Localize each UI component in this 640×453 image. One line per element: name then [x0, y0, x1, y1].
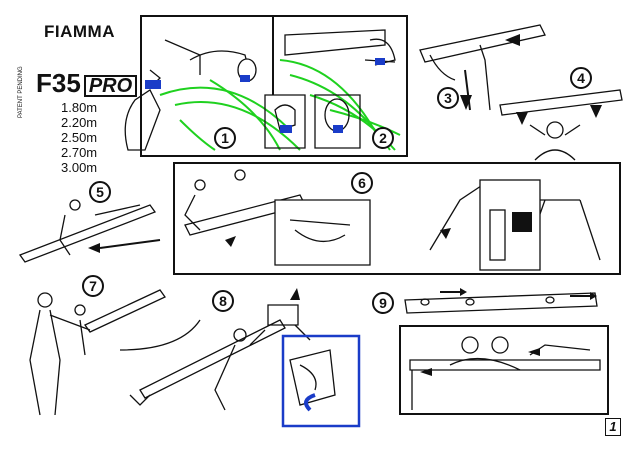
size-item: 2.20m — [61, 115, 98, 130]
step-number-3: 3 — [437, 87, 459, 109]
page-number: 1 — [605, 418, 621, 436]
panel-divider — [272, 16, 274, 95]
patent-note: PATENT PENDING — [18, 66, 24, 118]
panel-step-10 — [399, 325, 609, 415]
size-item: 3.00m — [61, 160, 98, 175]
step-number-1: 1 — [214, 127, 236, 149]
model-name: F35 — [36, 68, 81, 98]
model-suffix: PRO — [83, 75, 138, 97]
size-list: 1.80m 2.20m 2.50m 2.70m 3.00m — [61, 100, 97, 175]
step-number-7: 7 — [82, 275, 104, 297]
step-number-2: 2 — [372, 127, 394, 149]
step-number-4: 4 — [570, 67, 592, 89]
brand-name: FIAMMA — [44, 22, 115, 41]
step-number-5: 5 — [89, 181, 111, 203]
panel-step-6 — [173, 162, 621, 275]
size-item: 2.50m — [61, 130, 98, 145]
size-item: 2.70m — [61, 145, 98, 160]
panel-steps-1-2 — [140, 15, 408, 157]
step-number-9: 9 — [372, 292, 394, 314]
step-number-6: 6 — [351, 172, 373, 194]
size-item: 1.80m — [61, 100, 98, 115]
step-number-8: 8 — [212, 290, 234, 312]
